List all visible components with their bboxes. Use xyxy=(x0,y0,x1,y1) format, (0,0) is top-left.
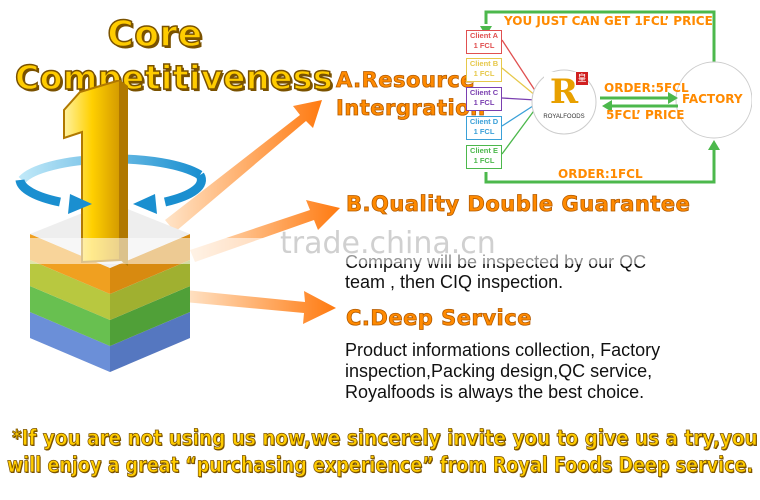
section-c-line: Royalfoods is always the best choice. xyxy=(345,382,645,402)
logo-text: ROYALFOODS xyxy=(543,114,585,120)
section-c-text: Product informations collection, Factory… xyxy=(345,340,660,403)
watermark-band xyxy=(0,238,760,264)
layered-stack-icon xyxy=(30,202,190,372)
number-one-icon xyxy=(63,80,128,266)
arrow-to-c xyxy=(184,290,336,324)
section-a-title-2: Intergration xyxy=(336,96,486,121)
invitation-line-2: will enjoy a great “purchasing experienc… xyxy=(7,453,754,478)
order-5fcl-label: ORDER:5FCL xyxy=(604,81,689,95)
watermark: trade.china.cn xyxy=(280,226,496,261)
illustration xyxy=(15,80,340,372)
section-c-line: inspection,Packing design,QC service, xyxy=(345,361,653,381)
title-line-1: Core xyxy=(107,13,203,56)
diagram-top-label: YOU JUST CAN GET 1FCL’ PRICE xyxy=(504,14,713,28)
order-1fcl-label: ORDER:1FCL xyxy=(558,167,643,181)
section-b-title: B.Quality Double Guarantee xyxy=(346,192,691,217)
logo-badge: 皇 xyxy=(576,72,588,85)
section-a-title-1: A.Resource xyxy=(336,68,475,93)
factory-label: FACTORY xyxy=(682,92,743,106)
section-b-text-2: team , then CIQ inspection. xyxy=(345,272,564,292)
invitation-line-1: *If you are not using us now,we sincerel… xyxy=(12,426,758,451)
price-5fcl-label: 5FCL’ PRICE xyxy=(606,108,685,122)
section-c-title: C.Deep Service xyxy=(346,306,532,331)
section-c-line: Product informations collection, Factory xyxy=(345,340,661,360)
title-line-2: Competitiveness xyxy=(14,57,334,98)
arrow-to-a xyxy=(165,100,322,232)
